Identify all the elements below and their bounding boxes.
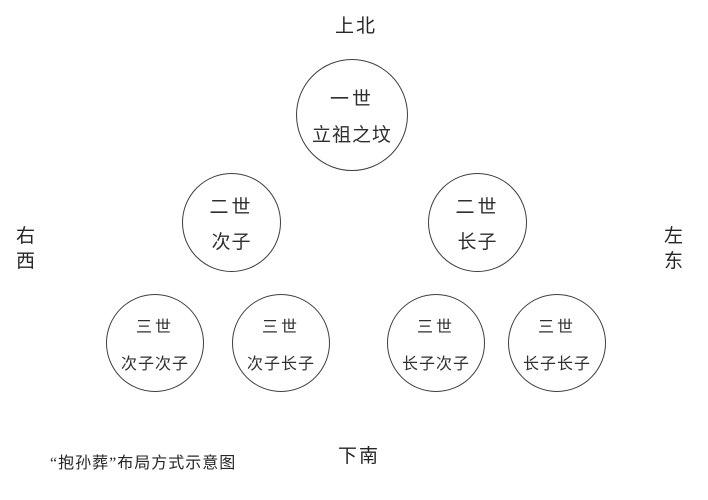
node-role-label: 次子长子 (246, 355, 315, 373)
node-gen2-eldest-son: 二世 长子 (428, 173, 527, 272)
direction-label-east-char2: 东 (664, 251, 684, 272)
node-gen3-eldest-son-eldest-son: 三世 长子长子 (508, 294, 606, 392)
node-role-label: 立祖之坟 (311, 124, 392, 146)
node-gen1-founder-tomb: 一世 立祖之坟 (296, 59, 408, 171)
node-generation-label: 一世 (329, 88, 374, 110)
node-role-label: 次子 (211, 231, 252, 253)
node-gen3-second-son-second-son: 三世 次子次子 (106, 294, 204, 392)
direction-label-north: 上北 (335, 16, 378, 37)
direction-label-west-char2: 西 (16, 251, 36, 272)
node-generation-label: 三世 (416, 318, 455, 336)
direction-label-west: 右 西 (16, 227, 35, 271)
direction-label-east-char1: 左 (664, 226, 684, 247)
node-generation-label: 三世 (261, 318, 300, 336)
node-gen3-eldest-son-second-son: 三世 长子次子 (387, 294, 485, 392)
node-role-label: 次子次子 (120, 355, 189, 373)
node-generation-label: 三世 (135, 318, 174, 336)
direction-label-west-char1: 右 (16, 226, 36, 247)
node-generation-label: 二世 (209, 196, 254, 218)
node-gen3-second-son-eldest-son: 三世 次子长子 (232, 294, 330, 392)
node-generation-label: 三世 (537, 318, 576, 336)
node-role-label: 长子 (457, 231, 498, 253)
diagram-caption: “抱孙葬”布局方式示意图 (50, 455, 237, 472)
node-generation-label: 二世 (455, 196, 500, 218)
direction-label-south: 下南 (338, 446, 381, 467)
direction-label-east: 左 东 (664, 227, 683, 271)
node-role-label: 长子长子 (522, 355, 591, 373)
node-gen2-second-son: 二世 次子 (182, 173, 281, 272)
node-role-label: 长子次子 (401, 355, 470, 373)
